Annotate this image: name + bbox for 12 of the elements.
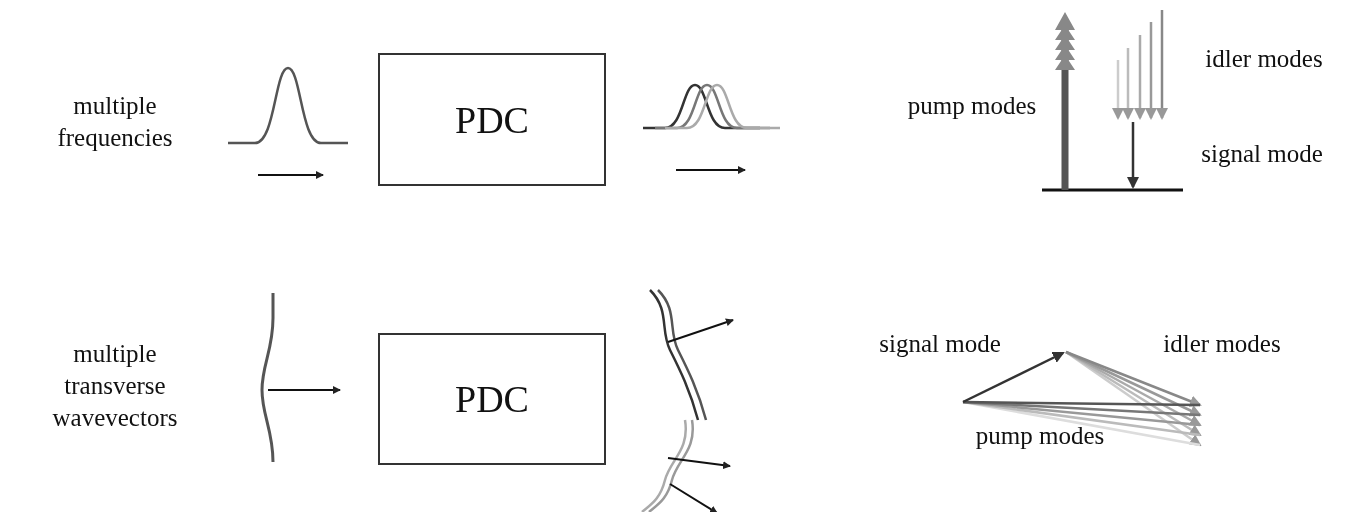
process-box	[378, 53, 606, 186]
box-label: PDC	[455, 377, 529, 421]
annotation-text: idler modes	[1162, 329, 1282, 359]
process-box	[378, 333, 606, 465]
annotation-text: pump modes	[906, 91, 1038, 121]
annotation-text: signal mode	[878, 329, 1002, 359]
box-label: PDC	[455, 97, 529, 142]
annotation-text: multiple transverse wavevectors	[51, 339, 179, 433]
annotation-text: idler modes	[1204, 44, 1324, 74]
annotation-text: signal mode	[1200, 139, 1324, 169]
annotation-text: multiple frequencies	[56, 91, 174, 153]
annotation-text: pump modes	[974, 421, 1106, 451]
